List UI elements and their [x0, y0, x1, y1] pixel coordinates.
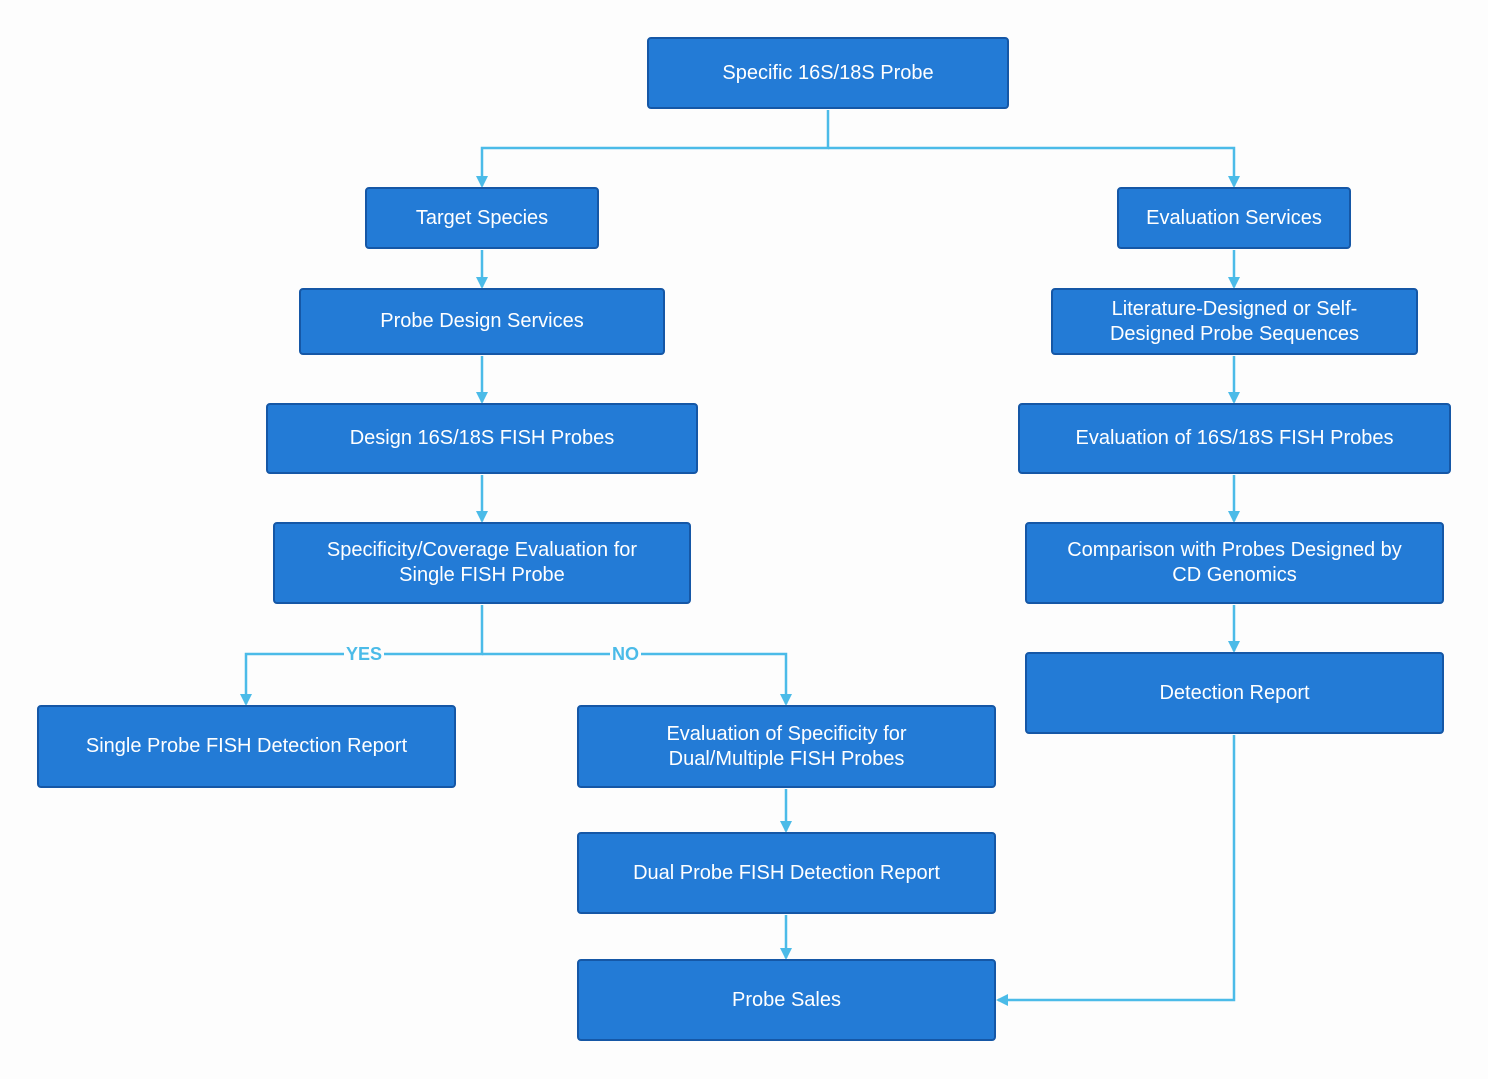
node-target-species[interactable]: Target Species — [365, 187, 599, 249]
connector-detection-report-to-probe-sales — [996, 735, 1236, 1006]
node-specific-probe[interactable]: Specific 16S/18S Probe — [647, 37, 1009, 109]
node-evaluation-services[interactable]: Evaluation Services — [1117, 187, 1351, 249]
node-specificity-coverage-evaluation[interactable]: Specificity/Coverage Evaluation for Sing… — [273, 522, 691, 604]
node-evaluation-dual-multiple[interactable]: Evaluation of Specificity for Dual/Multi… — [577, 705, 996, 788]
node-probe-design-services[interactable]: Probe Design Services — [299, 288, 665, 355]
edge-label-yes: YES — [344, 643, 385, 665]
connector-root-to-evaluation-services — [828, 146, 1240, 188]
node-probe-sales[interactable]: Probe Sales — [577, 959, 996, 1041]
node-single-probe-report[interactable]: Single Probe FISH Detection Report — [37, 705, 456, 788]
edge-label-no: NO — [610, 643, 641, 665]
node-comparison-cd-genomics[interactable]: Comparison with Probes Designed by CD Ge… — [1025, 522, 1444, 604]
node-design-fish-probes[interactable]: Design 16S/18S FISH Probes — [266, 403, 698, 474]
node-literature-designed-sequences[interactable]: Literature-Designed or Self- Designed Pr… — [1051, 288, 1418, 355]
node-detection-report[interactable]: Detection Report — [1025, 652, 1444, 734]
connector-root-to-target-species — [476, 110, 830, 188]
node-dual-probe-report[interactable]: Dual Probe FISH Detection Report — [577, 832, 996, 914]
node-evaluation-fish-probes[interactable]: Evaluation of 16S/18S FISH Probes — [1018, 403, 1451, 474]
connector-specificity-to-eval-dual — [482, 652, 792, 706]
